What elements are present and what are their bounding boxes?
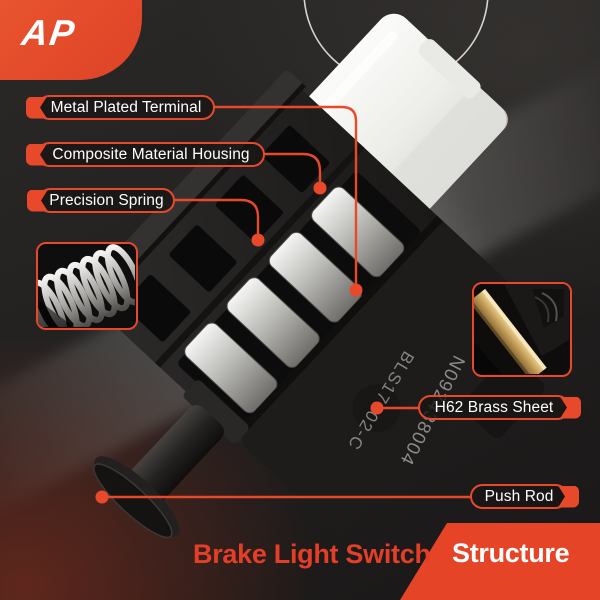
callout-label: Precision Spring — [49, 191, 164, 209]
callout-line-composite-material-housing — [263, 152, 322, 183]
callout-pill-push-rod: Push Rod — [470, 484, 568, 509]
housing-slot — [169, 225, 237, 292]
ribbon-tag-icon — [560, 397, 581, 419]
brass-sheet-closeup-image — [474, 284, 569, 374]
callout-label: H62 Brass Sheet — [434, 398, 554, 416]
callout-dot-push-rod — [95, 490, 109, 504]
brand-logo: AP — [0, 0, 142, 80]
ribbon-tag-icon — [558, 486, 579, 508]
callout-line-precision-spring — [173, 198, 260, 235]
ribbon-tag-icon — [27, 190, 48, 212]
title-suffix: Structure — [452, 538, 570, 568]
callout-dot-precision-spring — [251, 233, 265, 247]
housing-slot — [215, 175, 283, 242]
callout-dot-h62-brass-sheet — [370, 401, 384, 415]
title-band: Structure — [400, 523, 600, 600]
callout-pill-precision-spring: Precision Spring — [38, 188, 175, 213]
switch-housing — [77, 70, 545, 536]
housing-slot — [123, 274, 191, 342]
title-highlight: Brake Light Switch — [193, 539, 431, 569]
callout-label: Push Rod — [484, 487, 554, 505]
ribbon-tag-icon — [26, 97, 47, 119]
callout-pill-metal-plated-terminal: Metal Plated Terminal — [37, 95, 215, 120]
callout-dot-metal-plated-terminal — [349, 283, 363, 297]
callout-dot-composite-material-housing — [313, 181, 327, 195]
callout-line-metal-plated-terminal — [213, 105, 358, 285]
callout-label: Composite Material Housing — [52, 145, 250, 163]
brass-sheet-closeup-inset — [472, 282, 572, 377]
housing-slot — [262, 125, 330, 193]
spring-closeup-image — [38, 244, 135, 327]
terminal-tabs — [184, 186, 405, 414]
callout-label: Metal Plated Terminal — [50, 98, 202, 116]
brand-logo-text: AP — [19, 12, 79, 53]
ribbon-tag-icon — [26, 144, 47, 166]
callout-pill-h62-brass-sheet: H62 Brass Sheet — [418, 395, 570, 420]
callout-pill-composite-material-housing: Composite Material Housing — [37, 142, 265, 167]
spring-closeup-inset — [36, 242, 138, 330]
